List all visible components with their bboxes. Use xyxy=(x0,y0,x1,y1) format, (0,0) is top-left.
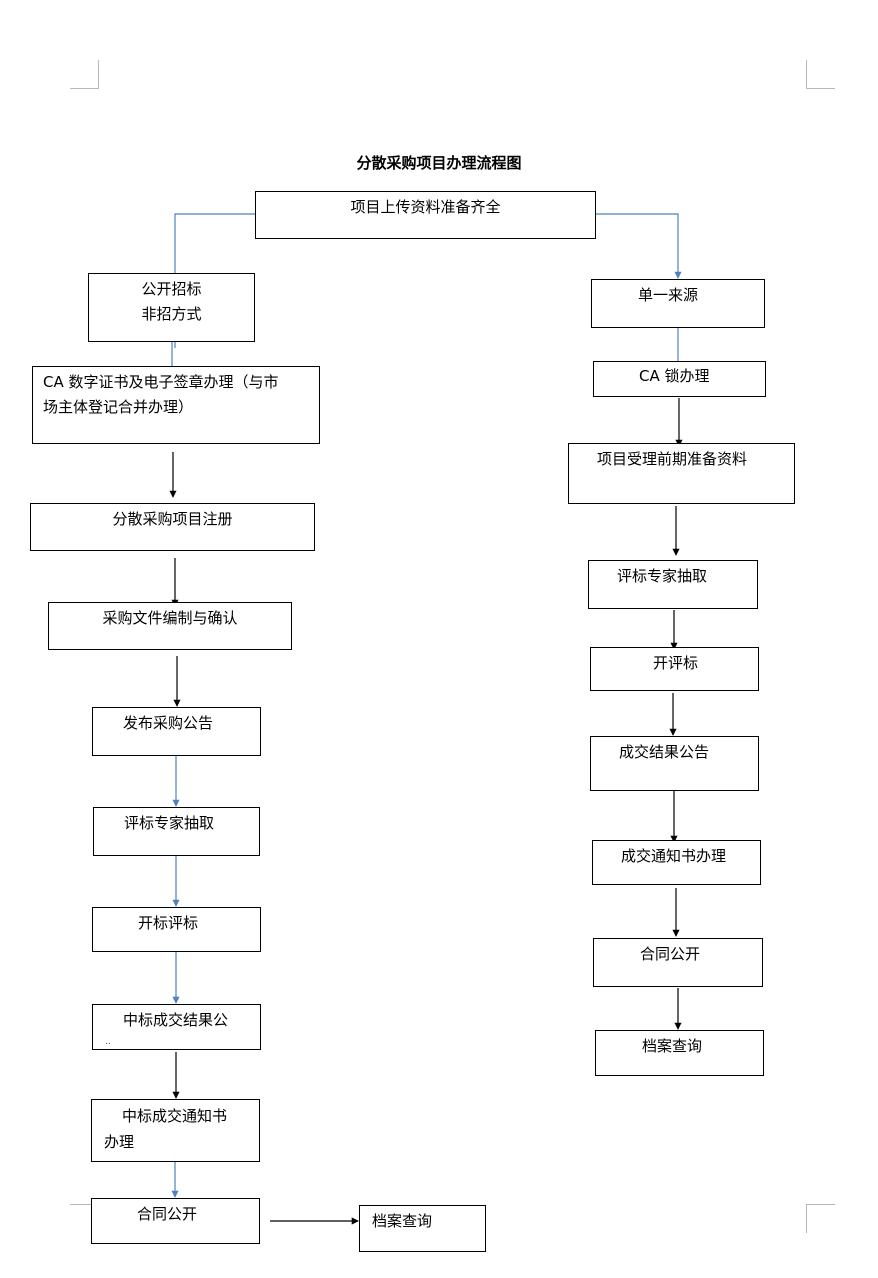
notice-box-left: 中标成交通知书 办理 xyxy=(91,1099,260,1162)
page-corner-bottom-right xyxy=(806,1204,835,1233)
doc-prep-label: 采购文件编制与确认 xyxy=(102,609,238,627)
contract-label-right: 合同公开 xyxy=(640,945,701,963)
expert-label-left: 评标专家抽取 xyxy=(124,814,215,832)
connector-start-right xyxy=(596,213,682,279)
open-bid-box-left: 开标评标 xyxy=(92,907,261,952)
doc-prep-box: 采购文件编制与确认 xyxy=(48,602,292,650)
archive-box-left: 档案查询 xyxy=(359,1205,486,1252)
contract-box-right: 合同公开 xyxy=(593,938,763,987)
start-box: 项目上传资料准备齐全 xyxy=(255,191,596,239)
notice-label-right: 成交通知书办理 xyxy=(621,847,727,865)
open-bid-label-left: 开标评标 xyxy=(138,914,199,932)
procurement-method-box: 公开招标 非招方式 xyxy=(88,273,255,342)
ca-certificate-box: CA 数字证书及电子签章办理（与市 场主体登记合并办理） xyxy=(32,366,320,444)
expert-box-left: 评标专家抽取 xyxy=(93,807,260,856)
ca-lock-label: CA 锁办理 xyxy=(639,367,710,385)
result-label-right: 成交结果公告 xyxy=(619,743,710,761)
expert-label-right: 评标专家抽取 xyxy=(617,567,708,585)
single-source-box: 单一来源 xyxy=(591,279,765,328)
result-label-left: 中标成交结果公 xyxy=(123,1011,229,1029)
single-source-label: 单一来源 xyxy=(638,286,699,304)
contract-box-left: 合同公开 xyxy=(91,1198,260,1244)
archive-box-right: 档案查询 xyxy=(595,1030,764,1076)
notice-label-left-line2: 办理 xyxy=(104,1133,135,1151)
archive-label-left: 档案查询 xyxy=(372,1212,433,1230)
accept-label: 项目受理前期准备资料 xyxy=(597,450,748,468)
open-bid-label-right: 开评标 xyxy=(653,654,699,672)
result-box-right: 成交结果公告 xyxy=(590,736,759,791)
ca-certificate-line2: 场主体登记合并办理） xyxy=(43,398,194,416)
announce-label: 发布采购公告 xyxy=(123,714,214,732)
method-open-tender-label: 公开招标 xyxy=(141,280,202,298)
announce-box: 发布采购公告 xyxy=(92,707,261,756)
project-register-label: 分散采购项目注册 xyxy=(112,510,233,528)
method-non-tender-label: 非招方式 xyxy=(141,305,202,323)
page-corner-top-right xyxy=(806,60,835,89)
notice-box-right: 成交通知书办理 xyxy=(592,840,761,885)
open-bid-box-right: 开评标 xyxy=(590,647,759,691)
diagram-title: 分散采购项目办理流程图 xyxy=(356,154,522,172)
page-corner-top-left xyxy=(70,60,99,89)
start-box-label: 项目上传资料准备齐全 xyxy=(350,198,501,216)
result-box-left: 中标成交结果公 xyxy=(92,1004,261,1050)
archive-label-right: 档案查询 xyxy=(642,1037,703,1055)
ca-certificate-line1: CA 数字证书及电子签章办理（与市 xyxy=(43,373,279,391)
ca-lock-box: CA 锁办理 xyxy=(593,361,766,397)
notice-label-left-line1: 中标成交通知书 xyxy=(122,1107,228,1125)
expert-box-right: 评标专家抽取 xyxy=(588,560,758,609)
contract-label-left: 合同公开 xyxy=(137,1205,198,1223)
project-register-box: 分散采购项目注册 xyxy=(30,503,315,551)
result-overflow-marker: .. xyxy=(105,1037,111,1047)
accept-box: 项目受理前期准备资料 xyxy=(568,443,795,504)
